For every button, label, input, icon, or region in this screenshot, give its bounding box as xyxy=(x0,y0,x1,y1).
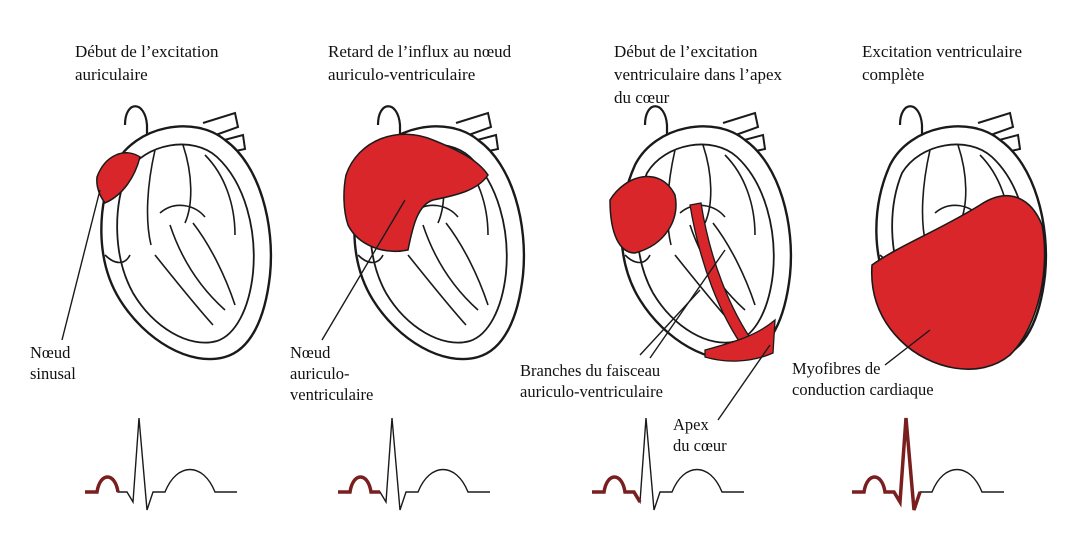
label-sinusal: Nœud sinusal xyxy=(30,343,76,383)
ventricle-start-excitation xyxy=(609,175,677,254)
apex-excitation xyxy=(704,318,776,362)
panel-1-title: Début de l’excitation auriculaire xyxy=(75,42,219,84)
ecg-trace-4 xyxy=(851,417,1005,511)
ecg-trace-3 xyxy=(591,417,745,511)
label-myofibres: Myofibres de conduction cardiaque xyxy=(792,359,934,399)
sinoatrial-excitation xyxy=(96,152,141,204)
label-apex: Apex du cœur xyxy=(673,415,727,455)
panel-4-title: Excitation ventriculaire complète xyxy=(862,42,1023,84)
ecg-trace-1 xyxy=(84,417,238,511)
ecg-trace-2 xyxy=(337,417,491,511)
av-node-leader xyxy=(321,199,406,341)
heart-panel-4 xyxy=(870,105,1048,370)
atria-excitation xyxy=(343,133,489,252)
heart-panel-2 xyxy=(343,105,526,361)
panel-3-title: Début de l’excitation ventriculaire dans… xyxy=(614,42,783,107)
heart-panel-3 xyxy=(609,105,793,362)
sinusal-leader xyxy=(61,189,101,341)
label-bundle-branches: Branches du faisceau auriculo-ventricula… xyxy=(520,361,663,401)
ventricles-full-excitation xyxy=(870,194,1046,370)
panel-2-title: Retard de l’influx au nœud auriculo-vent… xyxy=(328,42,512,84)
myofibres-leader xyxy=(884,329,931,366)
heart-panel-1 xyxy=(96,105,273,361)
label-av-node: Nœud auriculo- ventriculaire xyxy=(290,343,374,404)
bundle-leader-2 xyxy=(649,249,726,359)
apex-leader xyxy=(717,344,771,421)
